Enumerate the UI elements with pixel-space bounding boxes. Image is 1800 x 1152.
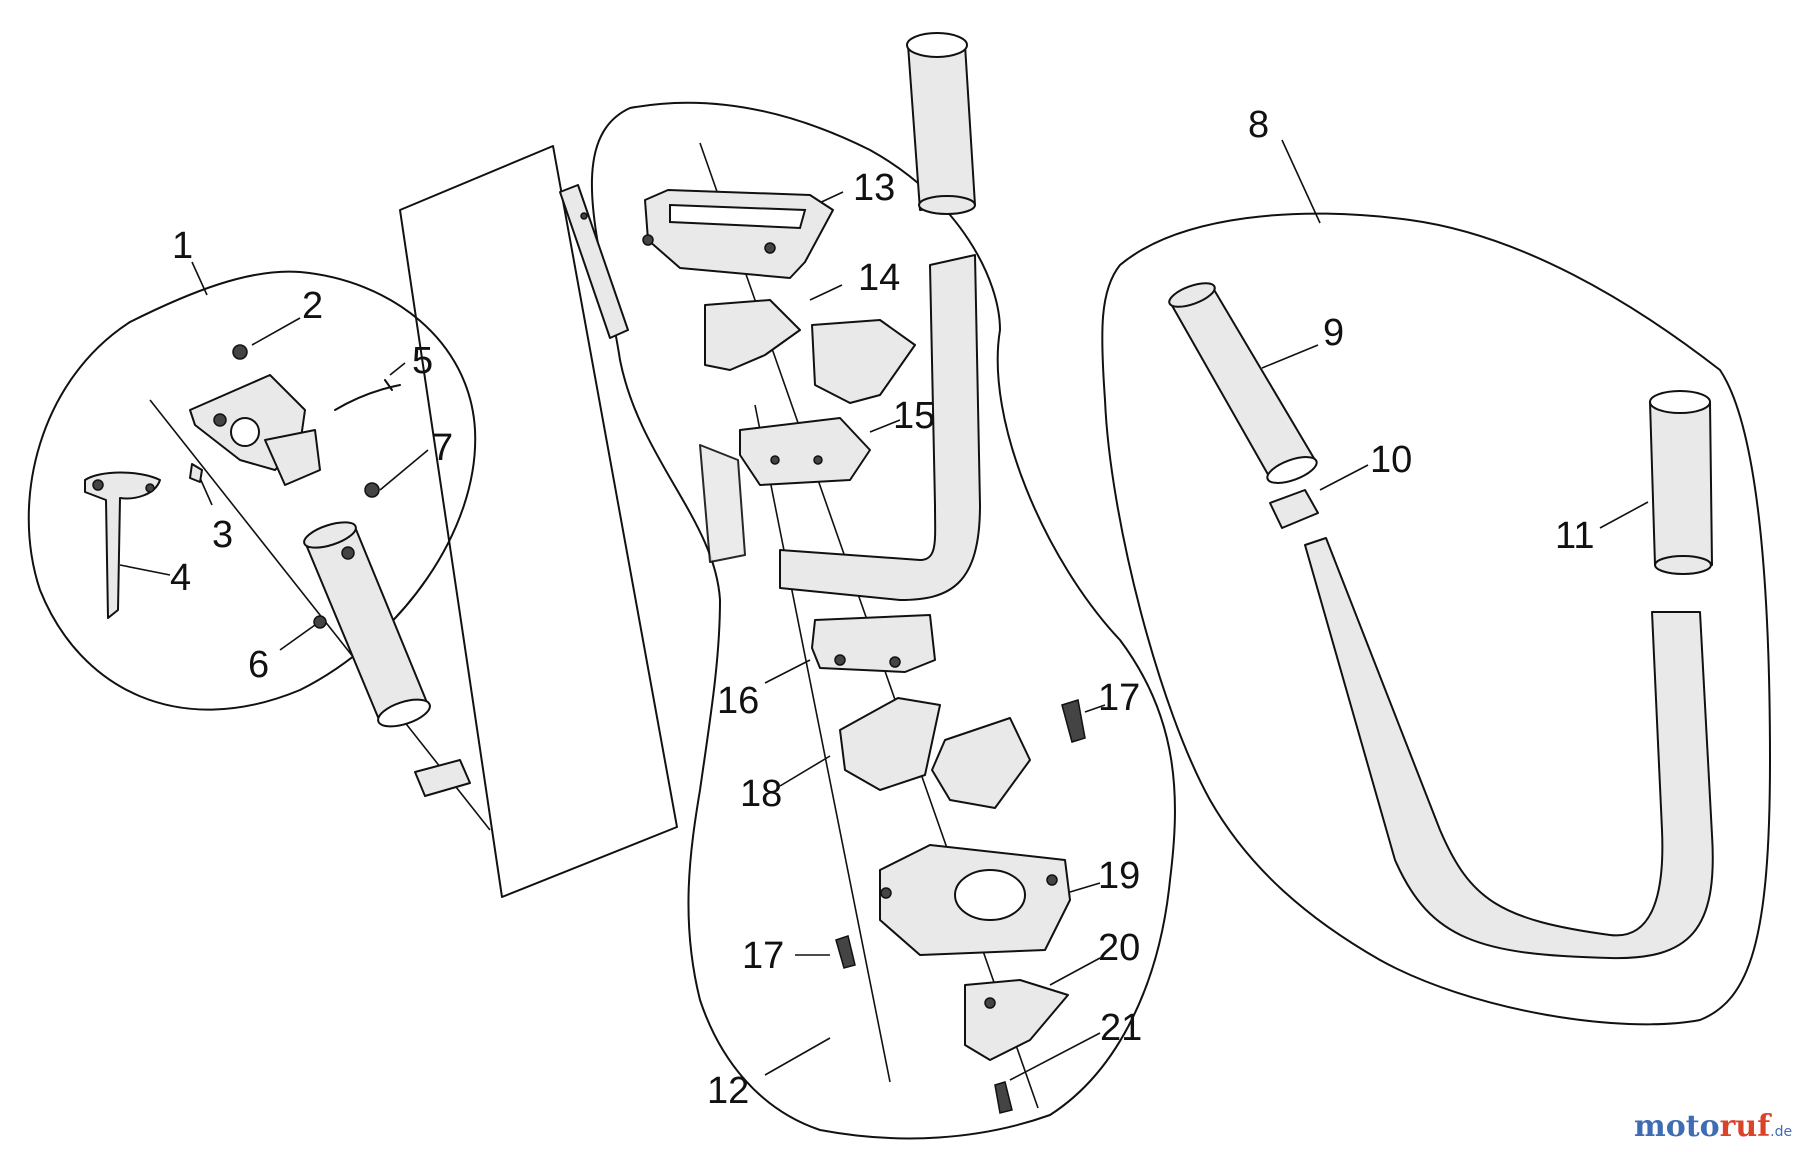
label-7: 7	[432, 427, 453, 469]
leader-4	[119, 564, 171, 576]
leader-2	[251, 317, 301, 346]
clamp-cap	[964, 979, 1069, 1061]
label-20: 20	[1098, 927, 1140, 969]
watermark-suffix: .de	[1770, 1124, 1792, 1140]
clamp-cover-top	[642, 189, 834, 279]
leader-19	[1069, 882, 1101, 893]
side-handle-tube	[1304, 537, 1714, 960]
screw-21	[994, 1081, 1013, 1114]
leader-16	[764, 659, 811, 684]
label-16: 16	[717, 680, 759, 722]
group-outline-12	[590, 101, 1176, 1140]
clamp-rubber-top	[704, 299, 916, 404]
leader-7	[379, 449, 429, 491]
right-grip	[303, 521, 431, 728]
assembly-axis-right	[754, 404, 891, 1083]
clamp-base	[879, 844, 1071, 956]
watermark-part1: moto	[1634, 1109, 1720, 1144]
label-15: 15	[893, 395, 935, 437]
label-17a: 17	[1098, 677, 1140, 719]
small-screw-7	[364, 482, 380, 498]
leader-18	[779, 755, 831, 787]
label-19: 19	[1098, 855, 1140, 897]
label-12: 12	[707, 1070, 749, 1112]
leader-1	[191, 261, 208, 296]
label-10: 10	[1370, 439, 1412, 481]
bolt-17-lower	[835, 935, 856, 969]
side-handle-grip-11	[1649, 390, 1713, 575]
bolt-17-upper	[1061, 699, 1086, 743]
label-2: 2	[302, 285, 323, 327]
label-18: 18	[740, 773, 782, 815]
svg-text:motoruf.de: motoruf.de	[1634, 1109, 1792, 1144]
side-handle-grip-9	[1168, 282, 1318, 484]
u-handle-loop	[699, 254, 981, 601]
label-17b: 17	[742, 935, 784, 977]
shaft-frame	[399, 145, 678, 898]
small-screw-3	[189, 463, 203, 483]
throttle-lever	[84, 471, 161, 619]
clamp-holder-upper	[739, 417, 871, 486]
side-handle-collar-10	[1269, 489, 1319, 529]
label-9: 9	[1323, 312, 1344, 354]
leader-3	[199, 477, 213, 506]
left-grip	[906, 32, 976, 215]
label-3: 3	[212, 514, 233, 556]
label-1: 1	[172, 225, 193, 267]
grip-collar-left	[414, 759, 471, 797]
throttle-spring	[334, 379, 401, 411]
group-outline-8	[1101, 212, 1771, 1026]
label-8: 8	[1248, 104, 1269, 146]
leader-5	[389, 362, 406, 376]
shaft-tube	[559, 184, 629, 339]
small-screw-6	[313, 615, 327, 629]
clamp-holder-lower	[811, 614, 936, 673]
throttle-housing	[189, 374, 321, 486]
label-11: 11	[1555, 515, 1594, 557]
label-14: 14	[858, 257, 900, 299]
leader-15	[869, 419, 901, 433]
label-4: 4	[170, 557, 191, 599]
leader-11	[1599, 501, 1649, 529]
label-13: 13	[853, 167, 895, 209]
leader-20	[1049, 957, 1101, 986]
leader-10	[1319, 464, 1369, 491]
leader-9	[1261, 344, 1319, 369]
clamp-rubber-lower	[839, 697, 1031, 809]
leader-14	[809, 284, 843, 301]
assembly-axis-left	[149, 399, 491, 831]
leader-8	[1281, 139, 1321, 224]
leader-6	[279, 624, 316, 651]
label-5: 5	[412, 340, 433, 382]
watermark-logo: motoruf.de	[1634, 1109, 1792, 1144]
label-21: 21	[1100, 1007, 1142, 1049]
leader-17a	[1084, 704, 1106, 713]
small-screw-2	[232, 344, 248, 360]
leader-12	[764, 1037, 831, 1076]
label-6: 6	[248, 644, 269, 686]
watermark-part2: ruf	[1720, 1109, 1773, 1144]
